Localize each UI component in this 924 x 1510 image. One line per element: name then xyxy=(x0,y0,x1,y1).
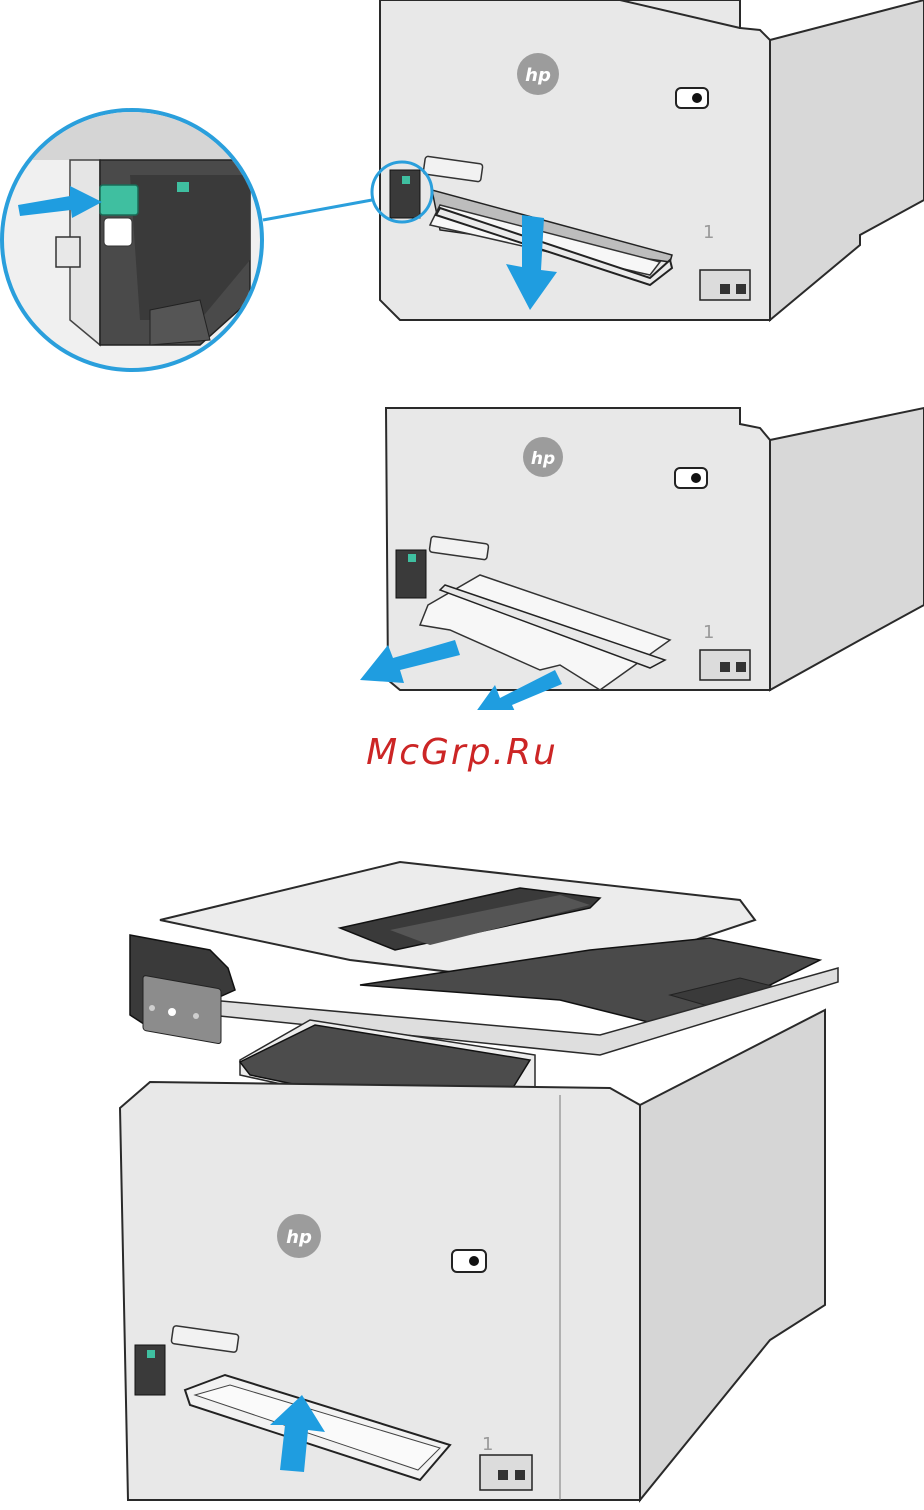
step-1-illustration: hp 1 xyxy=(0,0,924,380)
watermark: McGrp.Ru xyxy=(0,732,924,782)
callout-green-mark xyxy=(177,182,189,192)
printer-side xyxy=(770,408,924,690)
home-button-icon[interactable] xyxy=(168,1008,176,1016)
hp-logo-text: hp xyxy=(531,449,555,469)
power-button-dot xyxy=(692,93,702,103)
back-button-icon[interactable] xyxy=(149,1005,155,1011)
step-3-illustration: hp 1 xyxy=(0,850,924,1510)
help-button-icon[interactable] xyxy=(193,1013,199,1019)
power-button-dot xyxy=(469,1256,479,1266)
callout-green-latch[interactable] xyxy=(100,185,138,215)
step-3-svg: hp 1 xyxy=(0,850,924,1510)
hp-logo: hp xyxy=(517,53,559,95)
green-latch xyxy=(408,554,416,562)
callout-top-edge xyxy=(0,110,264,160)
foot-latch xyxy=(720,662,730,672)
green-latch xyxy=(147,1350,155,1358)
foot-latch xyxy=(736,662,746,672)
hp-logo-text: hp xyxy=(525,65,551,86)
printer-side xyxy=(640,1010,825,1500)
hp-logo: hp xyxy=(277,1214,321,1258)
foot-latch xyxy=(736,284,746,294)
tray-number-label: 1 xyxy=(482,1434,493,1455)
step-2-svg: hp 1 xyxy=(0,400,924,710)
control-panel xyxy=(130,935,235,1044)
callout-white-tab xyxy=(104,218,132,246)
foot-latch xyxy=(498,1470,508,1480)
printer-side xyxy=(770,0,924,320)
hp-logo-text: hp xyxy=(286,1227,312,1248)
power-button-dot xyxy=(691,473,701,483)
callout-connector-port xyxy=(56,237,80,267)
callout-magnified-view xyxy=(0,110,264,370)
foot-latch xyxy=(720,284,730,294)
green-latch xyxy=(402,176,410,184)
callout-connector xyxy=(263,200,372,220)
hp-logo: hp xyxy=(523,437,563,477)
tray-number-label: 1 xyxy=(703,622,714,643)
tray-number-label: 1 xyxy=(703,222,714,243)
step-1-svg: hp 1 xyxy=(0,0,924,380)
step-2-illustration: hp 1 xyxy=(0,400,924,710)
foot-latch xyxy=(515,1470,525,1480)
